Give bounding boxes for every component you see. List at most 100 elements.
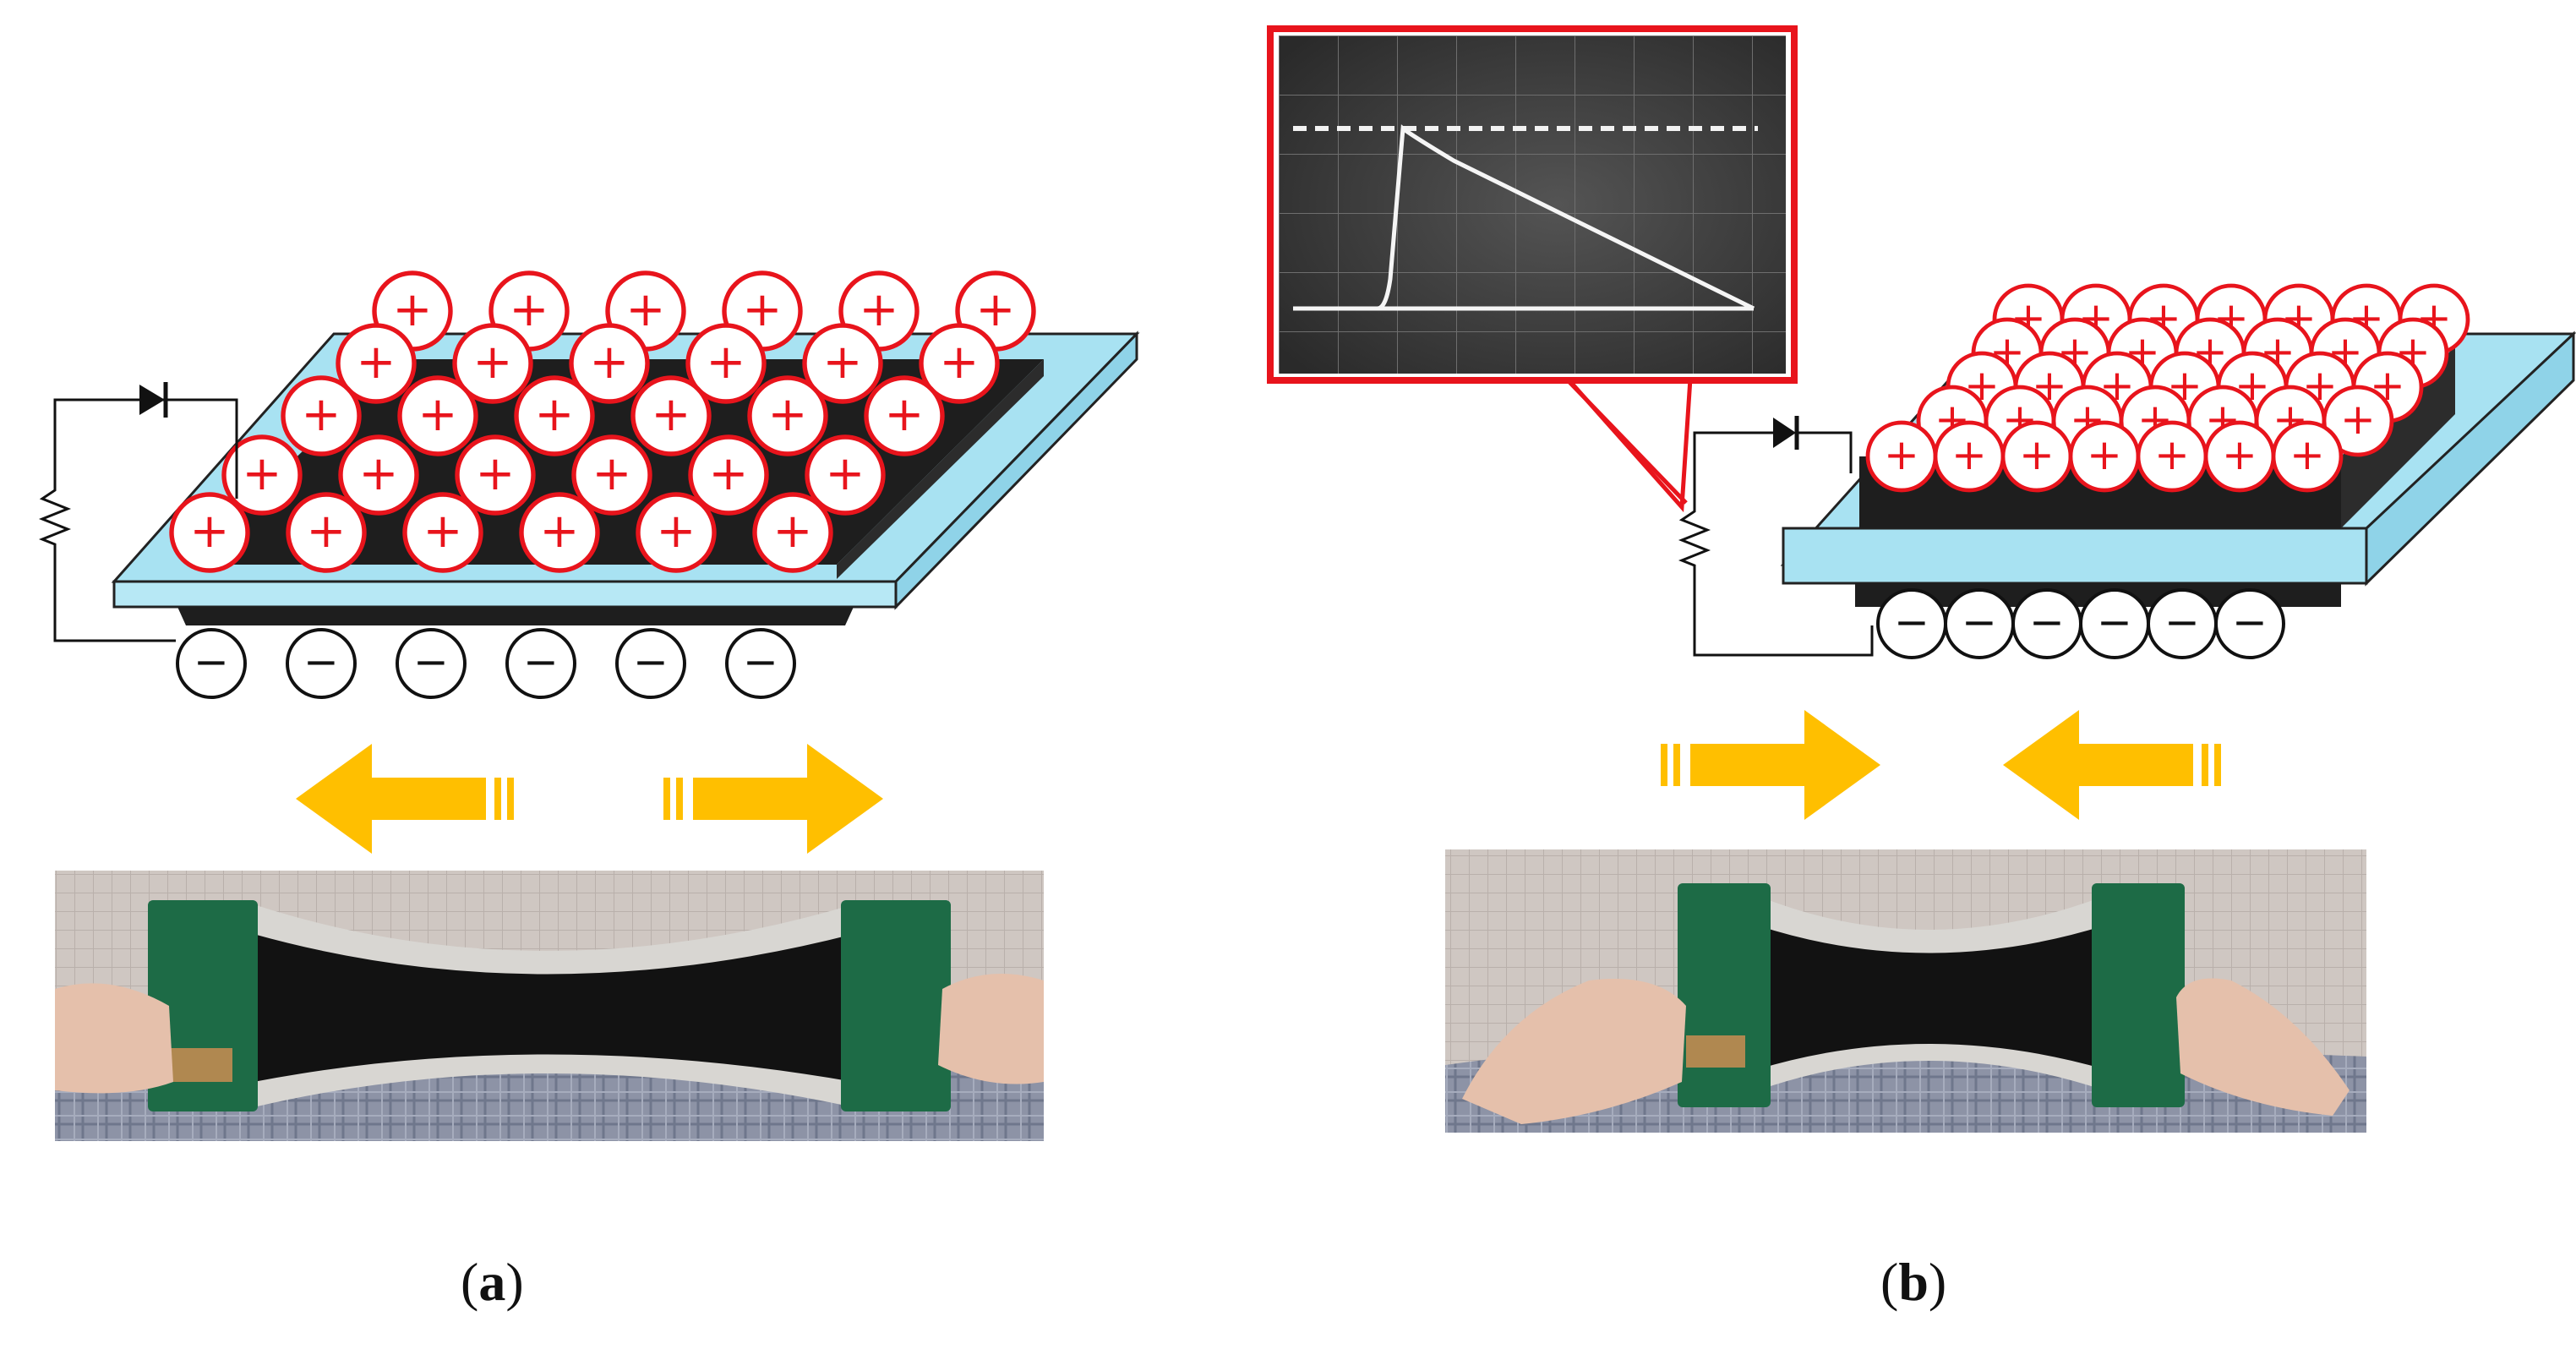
svg-text:+: + xyxy=(509,282,548,337)
negative-charges-b: −−−−−− xyxy=(1876,588,2285,659)
svg-text:−: − xyxy=(413,637,449,686)
positive-charge: + xyxy=(802,323,883,404)
svg-text:+: + xyxy=(356,335,396,390)
svg-text:−: − xyxy=(633,637,669,686)
svg-text:−: − xyxy=(743,637,778,686)
negative-charge: − xyxy=(1876,588,1947,659)
svg-text:+: + xyxy=(242,446,281,501)
svg-text:−: − xyxy=(194,637,229,686)
svg-text:+: + xyxy=(767,387,807,442)
panel-a-stretching-diagram: ++++++++++++++++++++++++++++++ − − − − − − xyxy=(38,270,1140,1141)
circuit-a xyxy=(53,398,238,642)
positive-charge: + xyxy=(2271,420,2344,493)
svg-text:+: + xyxy=(742,282,782,337)
svg-text:−: − xyxy=(1894,598,1929,647)
svg-text:+: + xyxy=(539,504,579,559)
negative-charge: − xyxy=(725,628,796,699)
negative-charge: − xyxy=(615,628,686,699)
svg-text:−: − xyxy=(2097,598,2132,647)
svg-text:−: − xyxy=(2232,598,2268,647)
positive-charge: + xyxy=(685,323,767,404)
positive-charge: + xyxy=(336,323,417,404)
svg-text:−: − xyxy=(2029,598,2065,647)
svg-text:+: + xyxy=(534,387,574,442)
positive-charge: + xyxy=(2322,385,2394,457)
svg-text:+: + xyxy=(822,335,862,390)
svg-text:+: + xyxy=(2289,430,2325,479)
right-arrow-icon xyxy=(1661,710,1880,820)
dielectric-film-side xyxy=(837,359,1044,579)
svg-text:+: + xyxy=(301,387,341,442)
negative-charge: − xyxy=(1944,588,2015,659)
negative-charge: − xyxy=(505,628,576,699)
bottom-electrode xyxy=(177,607,854,625)
svg-text:+: + xyxy=(472,335,512,390)
negative-charge: − xyxy=(396,628,467,699)
positive-charge: + xyxy=(2136,420,2208,493)
positive-charge: + xyxy=(514,375,595,456)
svg-text:+: + xyxy=(656,504,696,559)
svg-text:+: + xyxy=(306,504,346,559)
svg-text:+: + xyxy=(2019,430,2055,479)
positive-charge: + xyxy=(752,492,833,573)
positive-charge: + xyxy=(169,492,250,573)
positive-charge: + xyxy=(747,375,828,456)
glass-plate-front xyxy=(1782,527,2368,585)
positive-charge: + xyxy=(1933,420,2006,493)
svg-text:+: + xyxy=(2154,430,2190,479)
negative-charge: − xyxy=(286,628,357,699)
svg-text:+: + xyxy=(475,446,515,501)
compress-arrows xyxy=(1661,710,2221,820)
scope-callout xyxy=(1566,377,1693,513)
glass-plate-front xyxy=(112,580,898,609)
resistor-icon xyxy=(38,482,72,549)
photo-stretched-device xyxy=(55,871,1044,1141)
positive-charge: + xyxy=(455,434,536,516)
svg-text:+: + xyxy=(2087,430,2122,479)
positive-charge: + xyxy=(221,434,303,516)
glass-plate-side xyxy=(894,330,1138,610)
caption-b-open: ( xyxy=(1880,1252,1899,1312)
positive-charge: + xyxy=(864,375,945,456)
svg-text:+: + xyxy=(589,335,629,390)
positive-charge: + xyxy=(805,434,886,516)
svg-text:+: + xyxy=(418,387,457,442)
resistor-icon xyxy=(1678,503,1711,571)
svg-text:+: + xyxy=(2340,395,2376,444)
caption-b-close: ) xyxy=(1928,1252,1947,1312)
svg-text:+: + xyxy=(1884,430,1919,479)
positive-charge: + xyxy=(630,375,712,456)
diode-icon xyxy=(1773,416,1799,450)
svg-text:+: + xyxy=(772,504,812,559)
positive-charge: + xyxy=(338,434,419,516)
left-arrow-icon xyxy=(296,744,514,854)
svg-text:+: + xyxy=(423,504,462,559)
oscilloscope-inset xyxy=(1267,25,1798,505)
positive-charge: + xyxy=(2203,420,2276,493)
positive-charge: + xyxy=(397,375,478,456)
glass-plate-side xyxy=(2365,330,2575,587)
svg-text:−: − xyxy=(523,637,559,686)
negative-charge: − xyxy=(2011,588,2082,659)
negative-charge: − xyxy=(2214,588,2285,659)
positive-charge: + xyxy=(571,434,652,516)
svg-text:+: + xyxy=(625,282,665,337)
diode-icon xyxy=(139,382,168,418)
svg-text:+: + xyxy=(975,282,1015,337)
positive-charges-b: +++++++++++++++++++++++++++++++++++ xyxy=(1865,283,2470,493)
positive-charges-a: ++++++++++++++++++++++++++++++ xyxy=(169,270,1036,573)
svg-text:+: + xyxy=(358,446,398,501)
positive-charge: + xyxy=(519,492,600,573)
positive-charge: + xyxy=(286,492,367,573)
positive-charge: + xyxy=(1865,420,1938,493)
caption-a: (a) xyxy=(461,1251,524,1314)
svg-text:−: − xyxy=(1962,598,1997,647)
svg-text:+: + xyxy=(189,504,229,559)
left-arrow-icon xyxy=(2003,710,2221,820)
negative-charge: − xyxy=(2079,588,2150,659)
svg-text:+: + xyxy=(939,335,979,390)
positive-charge: + xyxy=(281,375,362,456)
svg-text:+: + xyxy=(708,446,748,501)
svg-text:−: − xyxy=(2164,598,2200,647)
